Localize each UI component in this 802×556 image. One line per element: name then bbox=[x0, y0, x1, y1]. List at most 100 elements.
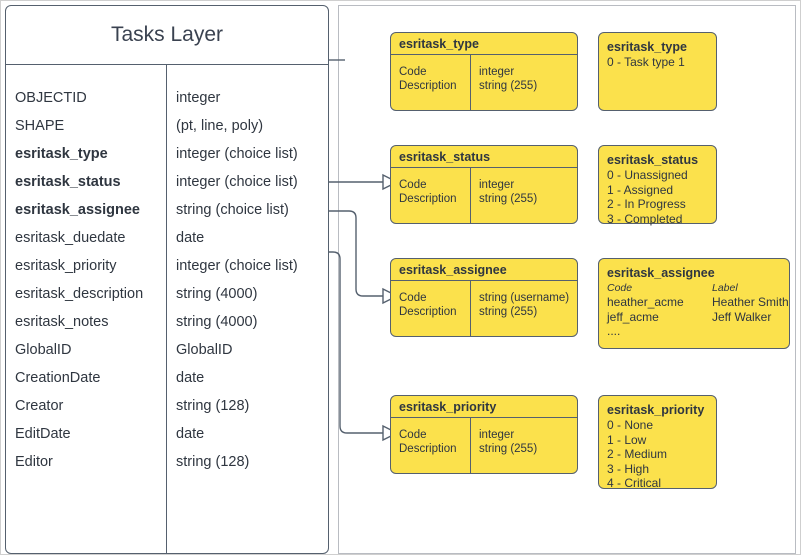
field-name: esritask_assignee bbox=[15, 202, 140, 218]
value-list-item: 0 - Task type 1 bbox=[607, 55, 685, 69]
table-row[interactable]: esritask_assignee string (choice list) bbox=[6, 196, 328, 224]
field-name: esritask_description bbox=[15, 286, 144, 302]
value-list-code: jeff_acme bbox=[607, 309, 659, 324]
value-list-item: 1 - Low bbox=[607, 432, 647, 447]
domain-field: Description bbox=[399, 443, 457, 455]
domain-field-column: Code Description bbox=[391, 55, 471, 110]
domain-field: Code bbox=[399, 179, 427, 191]
field-type: date bbox=[176, 230, 205, 246]
value-list-item: 2 - In Progress bbox=[607, 197, 686, 211]
table-row[interactable]: esritask_status integer (choice list) bbox=[6, 168, 328, 196]
table-row[interactable]: SHAPE (pt, line, poly) bbox=[6, 112, 328, 140]
domain-table-body: Code Description integer string (255) bbox=[391, 55, 577, 110]
field-name: Creator bbox=[15, 398, 64, 414]
table-row[interactable]: esritask_type integer (choice list) bbox=[6, 140, 328, 168]
domain-type: string (255) bbox=[479, 306, 538, 318]
value-list-label-header: Label bbox=[712, 282, 738, 294]
field-type: GlobalID bbox=[176, 342, 233, 358]
domain-table-title: esritask_priority bbox=[391, 396, 577, 418]
value-list-code-header: Code bbox=[607, 282, 633, 294]
domain-type-column: integer string (255) bbox=[471, 55, 577, 110]
domain-table-assignee[interactable]: esritask_assignee Code Description strin… bbox=[390, 258, 578, 337]
value-list-item: 2 - Medium bbox=[607, 447, 668, 461]
field-type: string (4000) bbox=[176, 286, 258, 302]
field-type: integer (choice list) bbox=[176, 146, 298, 162]
value-list-code: .... bbox=[607, 324, 621, 338]
domain-type: integer bbox=[479, 429, 515, 441]
table-row[interactable]: Editor string (128) bbox=[6, 448, 328, 476]
field-type: date bbox=[176, 426, 205, 442]
value-list-type[interactable]: esritask_type 0 - Task type 1 bbox=[598, 32, 717, 111]
field-type: string (128) bbox=[176, 398, 250, 414]
field-name: esritask_duedate bbox=[15, 230, 126, 246]
field-type: integer (choice list) bbox=[176, 174, 298, 190]
tasks-layer-table[interactable]: Tasks Layer OBJECTID integer SHAPE (pt, … bbox=[5, 5, 329, 554]
field-type: integer bbox=[176, 90, 221, 106]
domain-table-body: Code Description string (username) strin… bbox=[391, 281, 577, 336]
domain-field: Description bbox=[399, 306, 457, 318]
field-name: Editor bbox=[15, 454, 53, 470]
domain-table-priority[interactable]: esritask_priority Code Description integ… bbox=[390, 395, 578, 474]
field-type: integer (choice list) bbox=[176, 258, 298, 274]
table-row[interactable]: Creator string (128) bbox=[6, 392, 328, 420]
value-list-status[interactable]: esritask_status 0 - Unassigned 1 - Assig… bbox=[598, 145, 717, 226]
domain-type: integer bbox=[479, 179, 515, 191]
field-name: GlobalID bbox=[15, 342, 72, 358]
domain-table-status[interactable]: esritask_status Code Description integer… bbox=[390, 145, 578, 224]
table-row[interactable]: esritask_priority integer (choice list) bbox=[6, 252, 328, 280]
field-type: (pt, line, poly) bbox=[176, 118, 264, 134]
field-type: string (4000) bbox=[176, 314, 258, 330]
domain-table-body: Code Description integer string (255) bbox=[391, 168, 577, 223]
field-type: string (choice list) bbox=[176, 202, 289, 218]
title-divider bbox=[6, 64, 328, 65]
field-name: OBJECTID bbox=[15, 90, 87, 106]
value-list-title: esritask_priority bbox=[607, 403, 705, 417]
domain-field: Code bbox=[399, 292, 427, 304]
domain-table-title: esritask_status bbox=[391, 146, 577, 168]
value-list-label: Jeff Walker bbox=[712, 309, 772, 324]
field-type: string (128) bbox=[176, 454, 250, 470]
domain-field-column: Code Description bbox=[391, 168, 471, 223]
domain-table-title: esritask_type bbox=[391, 33, 577, 55]
value-list-title: esritask_assignee bbox=[607, 266, 715, 280]
page-title: Tasks Layer bbox=[110, 23, 224, 46]
domain-field: Code bbox=[399, 429, 427, 441]
table-row[interactable]: esritask_description string (4000) bbox=[6, 280, 328, 308]
table-row[interactable]: esritask_notes string (4000) bbox=[6, 308, 328, 336]
field-name: esritask_type bbox=[15, 146, 108, 162]
domain-type: string (255) bbox=[479, 80, 538, 92]
value-list-item: 4 - Critical bbox=[607, 476, 662, 490]
field-name: SHAPE bbox=[15, 118, 65, 134]
domain-table-type[interactable]: esritask_type Code Description integer s… bbox=[390, 32, 578, 111]
value-list-item: 0 - None bbox=[607, 418, 654, 432]
domain-field: Description bbox=[399, 80, 457, 92]
field-type: date bbox=[176, 370, 205, 386]
table-row[interactable]: CreationDate date bbox=[6, 364, 328, 392]
domain-type: string (255) bbox=[479, 193, 538, 205]
field-name: esritask_priority bbox=[15, 258, 117, 274]
table-row[interactable]: OBJECTID integer bbox=[6, 84, 328, 112]
column-divider bbox=[166, 64, 167, 553]
domain-table-body: Code Description integer string (255) bbox=[391, 418, 577, 473]
domain-field-column: Code Description bbox=[391, 418, 471, 473]
value-list-title: esritask_status bbox=[607, 153, 699, 167]
field-list: OBJECTID integer SHAPE (pt, line, poly) … bbox=[6, 64, 328, 476]
value-list-item: 3 - High bbox=[607, 461, 650, 476]
domain-field: Description bbox=[399, 193, 457, 205]
value-list-item: 0 - Unassigned bbox=[607, 168, 688, 182]
table-row[interactable]: EditDate date bbox=[6, 420, 328, 448]
domain-type-column: integer string (255) bbox=[471, 418, 577, 473]
field-name: esritask_status bbox=[15, 174, 121, 190]
table-row[interactable]: GlobalID GlobalID bbox=[6, 336, 328, 364]
value-list-priority[interactable]: esritask_priority 0 - None 1 - Low 2 - M… bbox=[598, 395, 717, 490]
value-list-assignee[interactable]: esritask_assignee Code Label heather_acm… bbox=[598, 258, 790, 349]
domain-type: string (username) bbox=[479, 292, 570, 304]
domain-field-column: Code Description bbox=[391, 281, 471, 336]
table-row[interactable]: esritask_duedate date bbox=[6, 224, 328, 252]
value-list-label bbox=[712, 324, 789, 339]
value-list-code: heather_acme bbox=[607, 295, 684, 309]
domain-type: integer bbox=[479, 66, 515, 78]
domain-type: string (255) bbox=[479, 443, 538, 455]
domain-type-column: integer string (255) bbox=[471, 168, 577, 223]
